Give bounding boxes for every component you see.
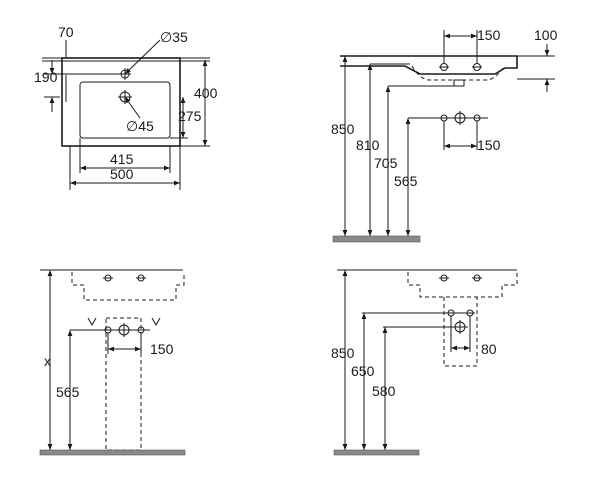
dim-depth-total: 400 <box>194 85 218 101</box>
dim-top-height: 850 <box>331 121 355 137</box>
dim-tap-offset: 190 <box>34 69 58 85</box>
dim-rim-height: 810 <box>356 137 380 153</box>
semi-pedestal <box>443 297 478 367</box>
dim-waste-spacing: 80 <box>481 341 497 357</box>
dim-supply-spacing: 150 <box>477 137 501 153</box>
top-view: ∅35 ∅45 70 190 400 275 415 500 <box>34 24 218 190</box>
dim-top-offset: 70 <box>58 24 74 40</box>
floor-semipedestal <box>333 449 420 456</box>
front-view-pedestal: 150 x 565 <box>39 269 186 456</box>
dim-semi-supply-height: 650 <box>351 363 375 379</box>
dim-semi-top-height: 850 <box>331 345 355 361</box>
dim-pedestal-supply-spacing: 150 <box>150 341 174 357</box>
side-view-wall: 150 100 850 810 705 565 150 <box>331 27 558 243</box>
dim-bowl-depth: 275 <box>178 108 202 124</box>
dim-bowl-width: 415 <box>110 151 134 167</box>
dim-supply-height: 565 <box>394 173 418 189</box>
basin-profile-side <box>340 55 518 75</box>
waste-diameter-label: ∅45 <box>126 118 154 134</box>
floor-pedestal <box>39 449 186 456</box>
tap-hole-diameter-label: ∅35 <box>160 29 188 45</box>
dim-variable: x <box>44 353 51 369</box>
dim-semi-waste-height: 580 <box>372 383 396 399</box>
dim-width-total: 500 <box>110 166 134 182</box>
dim-pedestal-supply-height: 565 <box>56 384 80 400</box>
bowl-outline-top <box>79 81 171 139</box>
dim-basin-thickness: 100 <box>534 27 558 43</box>
basin-outline-pedestal <box>71 272 185 301</box>
dim-waste-height: 705 <box>374 155 398 171</box>
basin-outline-semipedestal <box>407 272 518 298</box>
dim-tap-spacing: 150 <box>477 27 501 43</box>
pedestal <box>105 317 142 451</box>
floor-side <box>332 235 421 243</box>
front-view-semipedestal: 80 850 650 580 <box>331 269 518 456</box>
